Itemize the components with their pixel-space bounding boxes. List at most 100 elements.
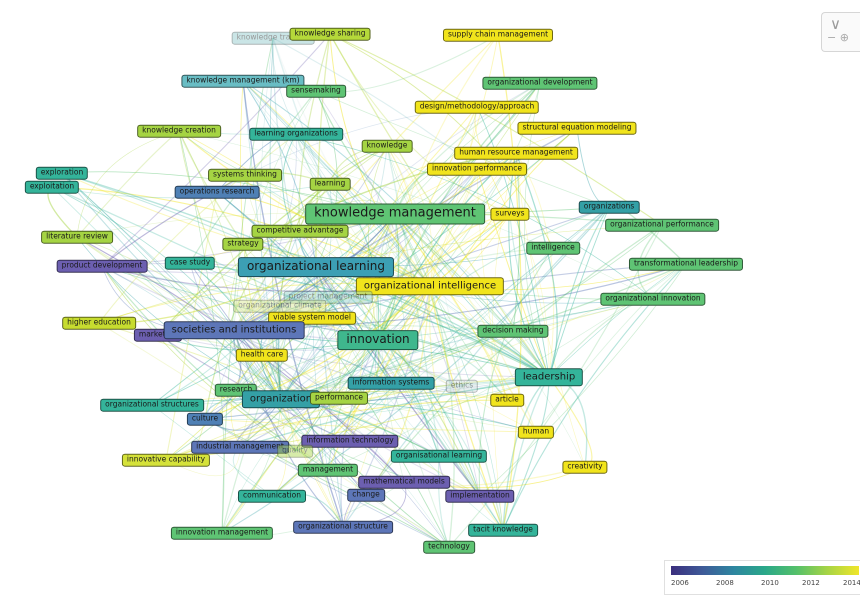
co-occurrence-link <box>315 266 481 497</box>
keyword-node[interactable]: exploration <box>35 166 89 180</box>
keyword-node[interactable]: creativity <box>562 460 608 474</box>
keyword-node[interactable]: innovation performance <box>427 162 527 176</box>
keyword-node[interactable]: organizational intelligence <box>355 277 505 295</box>
keyword-node[interactable]: performance <box>309 391 369 405</box>
keyword-node[interactable]: organizational performance <box>605 218 719 232</box>
keyword-node[interactable]: technology <box>423 540 475 554</box>
keyword-node[interactable]: innovation management <box>170 526 274 540</box>
co-occurrence-link <box>204 376 550 420</box>
keyword-node[interactable]: design/methodology/approach <box>414 100 540 114</box>
keyword-node[interactable]: quality <box>277 444 313 458</box>
co-occurrence-link <box>235 285 431 391</box>
keyword-node[interactable]: societies and institutions <box>163 321 305 339</box>
keyword-node[interactable]: organisational learning <box>390 449 488 463</box>
keyword-node[interactable]: viable system model <box>268 311 356 325</box>
keyword-node[interactable]: organizational innovation <box>600 292 706 306</box>
co-occurrence-link <box>491 152 517 531</box>
keyword-node[interactable]: organizations <box>578 200 640 214</box>
keyword-node[interactable]: health care <box>235 348 289 362</box>
keyword-node[interactable]: communication <box>237 489 307 503</box>
navigation-control[interactable]: ∨ − ⊕ <box>821 12 860 52</box>
keyword-node[interactable]: tacit knowledge <box>468 523 538 537</box>
keyword-node[interactable]: organizational development <box>482 76 598 90</box>
co-occurrence-link <box>276 230 301 400</box>
keyword-node[interactable]: competitive advantage <box>251 224 349 238</box>
co-occurrence-link <box>165 213 396 461</box>
co-occurrence-link <box>151 213 396 406</box>
co-occurrence-link <box>576 127 610 208</box>
keyword-node[interactable]: organizational structure <box>293 520 393 534</box>
co-occurrence-link <box>221 339 379 534</box>
keyword-node[interactable]: knowledge sharing <box>289 27 371 41</box>
keyword-node[interactable]: intelligence <box>526 241 580 255</box>
keyword-node[interactable]: mathematical models <box>358 475 450 489</box>
keyword-node[interactable]: product development <box>56 259 148 273</box>
keyword-node[interactable]: strategy <box>222 237 264 251</box>
co-occurrence-link <box>61 172 282 400</box>
co-occurrence-link <box>239 285 431 448</box>
co-occurrence-link <box>377 168 478 341</box>
co-occurrence-link <box>216 191 392 384</box>
co-occurrence-link <box>329 33 431 287</box>
keyword-node[interactable]: knowledge <box>361 139 413 153</box>
co-occurrence-link <box>233 329 329 471</box>
keyword-node[interactable]: organization <box>241 390 321 408</box>
co-occurrence-link <box>509 213 550 378</box>
keyword-node[interactable]: organizational climate <box>233 299 327 313</box>
co-occurrence-link <box>282 133 317 268</box>
keyword-node[interactable]: leadership <box>514 368 584 386</box>
keyword-node[interactable]: knowledge creation <box>137 124 221 138</box>
keyword-node[interactable]: exploitation <box>24 180 80 194</box>
keyword-node[interactable]: transformational leadership <box>628 257 744 271</box>
keyword-node[interactable]: article <box>490 393 524 407</box>
legend-gradient-bar <box>671 566 859 575</box>
keyword-node[interactable]: information systems <box>347 376 435 390</box>
keyword-node[interactable]: knowledge management (km) <box>181 74 305 88</box>
co-occurrence-link <box>280 298 654 400</box>
co-occurrence-link <box>377 339 504 531</box>
keyword-node[interactable]: literature review <box>41 230 113 244</box>
keyword-node[interactable]: management <box>297 463 359 477</box>
keyword-node[interactable]: innovation <box>337 330 419 350</box>
keyword-node[interactable]: innovative capability <box>121 453 211 467</box>
co-occurrence-link <box>386 145 514 332</box>
keyword-node[interactable]: structural equation modeling <box>517 121 637 135</box>
keyword-node[interactable]: organizational learning <box>237 257 395 277</box>
co-occurrence-link <box>178 130 654 300</box>
keyword-node[interactable]: knowledge management <box>305 203 485 225</box>
keyword-node[interactable]: case study <box>164 256 216 270</box>
keyword-node[interactable]: higher education <box>62 316 136 330</box>
co-occurrence-link <box>165 446 241 477</box>
keyword-node[interactable]: learning organizations <box>249 127 343 141</box>
keyword-node[interactable]: information technology <box>301 434 399 448</box>
co-occurrence-link <box>394 213 550 378</box>
co-occurrence-link <box>61 172 282 400</box>
keyword-node[interactable]: human resource management <box>454 146 578 160</box>
keyword-node[interactable]: sensemaking <box>286 84 346 98</box>
keyword-node[interactable]: surveys <box>490 207 530 221</box>
keyword-node[interactable]: human <box>517 425 555 439</box>
keyword-node[interactable]: culture <box>186 412 224 426</box>
co-occurrence-link <box>298 33 331 232</box>
keyword-node[interactable]: organizational structures <box>100 398 204 412</box>
keyword-node[interactable]: project management <box>283 290 373 304</box>
co-occurrence-link <box>272 37 331 185</box>
keyword-node[interactable]: operations research <box>174 185 260 199</box>
keyword-node[interactable]: supply chain management <box>442 28 554 42</box>
keyword-node[interactable]: change <box>347 488 385 502</box>
co-occurrence-link <box>242 80 282 400</box>
keyword-node[interactable]: learning <box>309 177 351 191</box>
keyword-node[interactable]: industrial management <box>191 440 289 454</box>
co-occurrence-link <box>315 90 396 215</box>
co-occurrence-link <box>315 34 499 93</box>
co-occurrence-link <box>230 354 263 448</box>
keyword-node[interactable]: implementation <box>445 489 515 503</box>
chevron-down-icon[interactable]: ∨ <box>830 15 841 33</box>
keyword-node[interactable]: systems thinking <box>208 168 282 182</box>
co-occurrence-link <box>394 213 586 468</box>
co-occurrence-link <box>479 263 687 497</box>
keyword-node[interactable]: ethics <box>445 379 479 393</box>
keyword-node[interactable]: decision making <box>477 324 549 338</box>
zoom-icon[interactable]: − ⊕ <box>827 31 849 44</box>
